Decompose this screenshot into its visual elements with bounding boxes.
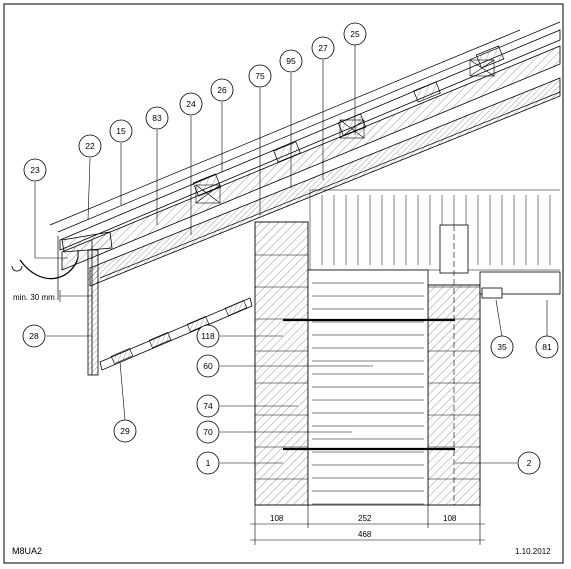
callout-circle <box>196 324 220 348</box>
callout-circle <box>248 64 272 88</box>
callout-circle <box>517 451 541 475</box>
callout-95: 95 <box>279 49 303 73</box>
callout-circle <box>145 106 169 130</box>
dim-middle: 252 <box>358 514 372 523</box>
callout-22: 22 <box>78 134 102 158</box>
callout-23: 23 <box>23 158 47 182</box>
callout-circle <box>535 335 559 359</box>
callout-83: 83 <box>145 106 169 130</box>
callout-label: 26 <box>217 85 227 95</box>
roof-boxes <box>195 59 495 204</box>
callout-75: 75 <box>248 64 272 88</box>
callout-label: 60 <box>203 361 213 371</box>
callout-label: 95 <box>286 56 296 66</box>
callout-label: 83 <box>152 113 162 123</box>
callout-label: 22 <box>85 141 95 151</box>
gutter <box>19 257 79 280</box>
callout-81: 81 <box>535 335 559 359</box>
callout-circle <box>210 78 234 102</box>
callout-circle <box>109 119 133 143</box>
callout-27: 27 <box>311 36 335 60</box>
callout-label: 29 <box>120 426 130 436</box>
callout-label: 118 <box>201 331 215 341</box>
callout-26: 26 <box>210 78 234 102</box>
eave-detail <box>11 231 113 376</box>
min-30mm-label: min. 30 mm <box>13 293 55 302</box>
callout-74: 74 <box>196 394 220 418</box>
callout-markers: 23 22 15 83 24 26 75 95 27 25 28 29 118 60 74 70 1 2 35 81 <box>22 22 559 475</box>
callout-circle <box>279 49 303 73</box>
fascia-board <box>87 249 99 376</box>
callout-circle <box>196 354 220 378</box>
callout-118: 118 <box>196 324 220 348</box>
drawing-date: 1.10.2012 <box>515 547 551 556</box>
callout-label: 35 <box>497 342 507 352</box>
callout-circle <box>179 92 203 116</box>
callout-label: 1 <box>206 458 211 468</box>
callout-circle <box>113 419 137 443</box>
callout-label: 75 <box>255 71 265 81</box>
dim-total: 468 <box>358 530 372 539</box>
insulation-core <box>307 269 429 506</box>
dim-right: 108 <box>443 514 457 523</box>
dimension-lines <box>250 505 485 545</box>
min-30mm-dimension: min. 30 mm <box>13 290 93 302</box>
callout-label: 25 <box>350 29 360 39</box>
callout-15: 15 <box>109 119 133 143</box>
callout-circle <box>22 324 46 348</box>
callout-70: 70 <box>196 420 220 444</box>
callout-1: 1 <box>196 451 220 475</box>
callout-24: 24 <box>179 92 203 116</box>
callout-label: 74 <box>203 401 213 411</box>
callout-circle <box>196 451 220 475</box>
callout-circle <box>311 36 335 60</box>
drawing-code: M8UA2 <box>12 546 42 556</box>
outer-brick-leaf <box>254 221 309 506</box>
callout-circle <box>196 420 220 444</box>
callout-25: 25 <box>343 22 367 46</box>
callout-circle <box>343 22 367 46</box>
wall-section <box>254 221 561 506</box>
callout-label: 15 <box>116 126 126 136</box>
soffit-boards <box>99 297 253 371</box>
callout-label: 28 <box>29 331 39 341</box>
leader-lines <box>34 45 548 464</box>
callout-28: 28 <box>22 324 46 348</box>
callout-circle <box>490 335 514 359</box>
callout-2: 2 <box>517 451 541 475</box>
callout-circle <box>23 158 47 182</box>
callout-35: 35 <box>490 335 514 359</box>
callout-label: 2 <box>527 458 532 468</box>
callout-label: 70 <box>203 427 213 437</box>
roof-build-up <box>49 21 561 287</box>
callout-label: 27 <box>318 43 328 53</box>
callout-label: 81 <box>542 342 552 352</box>
dim-left: 108 <box>270 514 284 523</box>
callout-circle <box>196 394 220 418</box>
callout-label: 24 <box>186 99 196 109</box>
callout-29: 29 <box>113 419 137 443</box>
callout-label: 23 <box>30 165 40 175</box>
callout-circle <box>78 134 102 158</box>
callout-60: 60 <box>196 354 220 378</box>
